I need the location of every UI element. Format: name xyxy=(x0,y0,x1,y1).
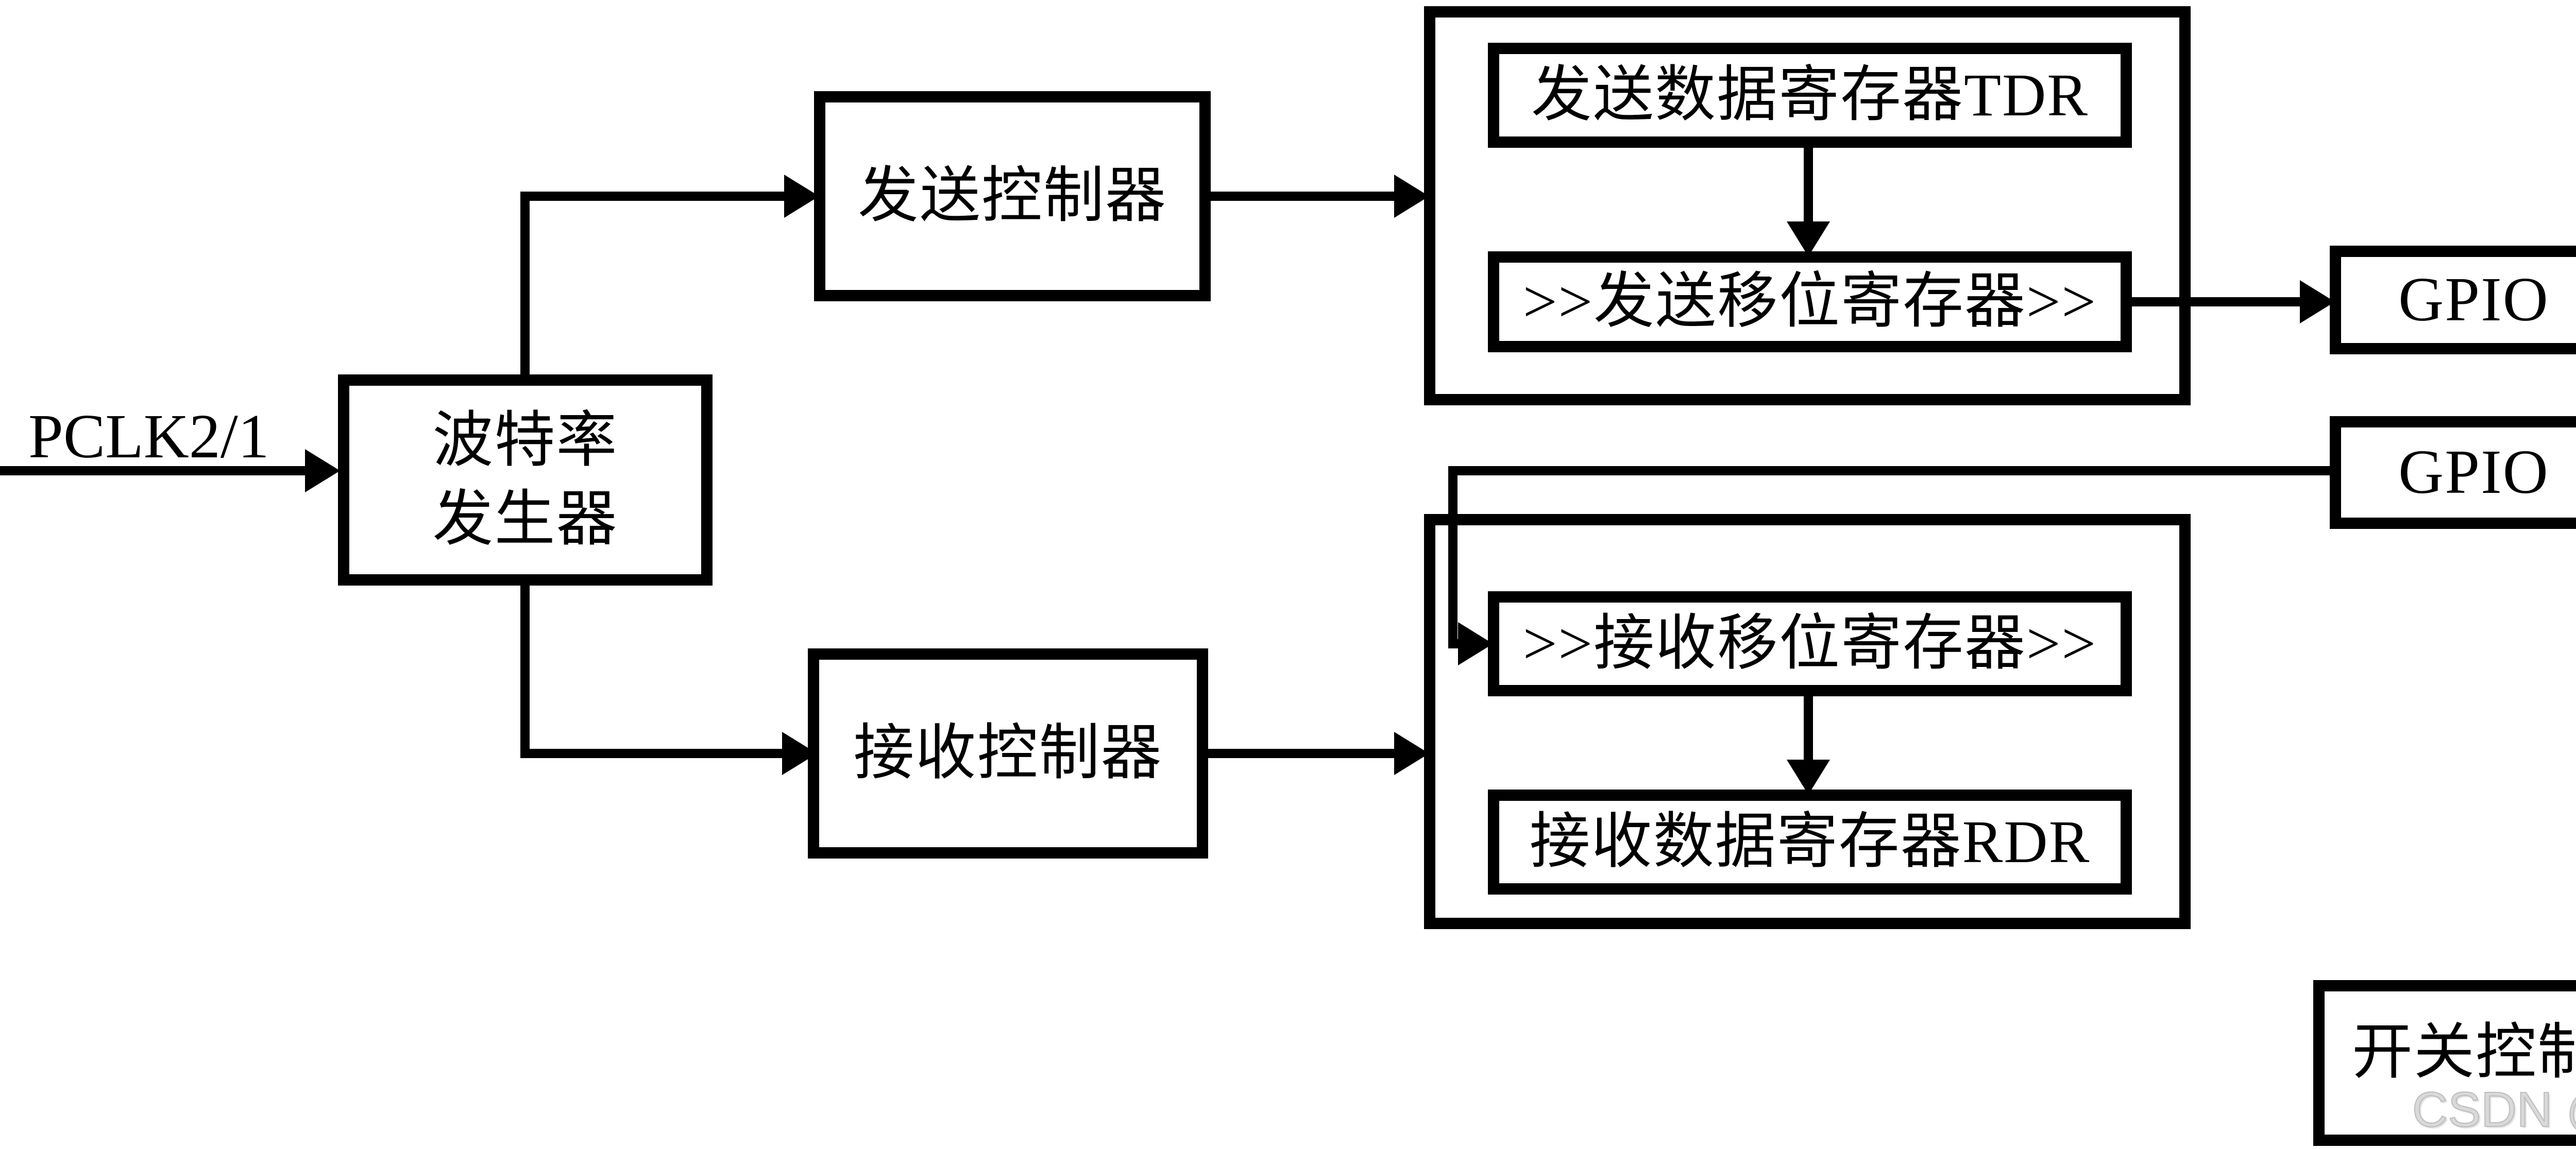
switch-control-label: 开关控制 xyxy=(2351,1019,2576,1087)
rx-group-arrowhead xyxy=(1394,732,1429,775)
pclk-input-label: PCLK2/1 xyxy=(28,402,269,471)
tx-data-register-label: 发送数据寄存器TDR xyxy=(1531,61,2089,129)
rx-controller-arrowhead xyxy=(782,732,817,775)
tx-controller-label: 发送控制器 xyxy=(857,162,1167,230)
block-rx-controller: 接收控制器 xyxy=(808,648,1208,859)
block-gpio-rx: GPIO xyxy=(2330,416,2576,529)
baud-to-rx-controller-line xyxy=(520,578,784,758)
block-baud-rate-generator: 波特率 发生器 xyxy=(338,374,713,586)
block-rx-shift-register: >>接收移位寄存器>> xyxy=(1488,591,2132,696)
rx-shift-arrowhead xyxy=(1458,622,1493,665)
tx-group-arrowhead xyxy=(1394,175,1429,218)
block-tx-controller: 发送控制器 xyxy=(814,91,1211,301)
baud-to-tx-controller-line xyxy=(520,192,785,381)
gpio-tx-in-arrowhead xyxy=(2300,280,2335,323)
baud-rate-generator-label: 波特率 发生器 xyxy=(432,401,618,559)
block-rx-data-register-rdr: 接收数据寄存器RDR xyxy=(1488,790,2132,895)
block-switch-control: 开关控制 xyxy=(2313,980,2576,1146)
rx-shift-register-label: >>接收移位寄存器>> xyxy=(1522,610,2097,678)
block-gpio-tx: GPIO xyxy=(2330,246,2576,354)
pclk-arrowhead xyxy=(305,449,340,492)
gpio-tx-label: GPIO xyxy=(2398,265,2549,335)
gpio-rx-to-rx-shift-line xyxy=(1448,466,2333,648)
csdn-watermark: CSDN @-Springer- xyxy=(2412,1082,2576,1138)
baud-label-line2: 发生器 xyxy=(432,486,618,553)
tx-controller-arrowhead xyxy=(784,175,819,218)
rx-data-register-label: 接收数据寄存器RDR xyxy=(1529,808,2091,876)
rdr-arrowhead xyxy=(1787,760,1830,795)
block-tx-data-register-tdr: 发送数据寄存器TDR xyxy=(1488,43,2132,148)
block-tx-shift-register: >>发送移位寄存器>> xyxy=(1488,251,2132,352)
baud-label-line1: 波特率 xyxy=(432,406,618,474)
tx-shift-arrowhead xyxy=(1787,221,1830,256)
rx-controller-label: 接收控制器 xyxy=(853,719,1163,787)
tx-shift-register-label: >>发送移位寄存器>> xyxy=(1522,268,2097,336)
gpio-rx-label: GPIO xyxy=(2398,437,2549,507)
